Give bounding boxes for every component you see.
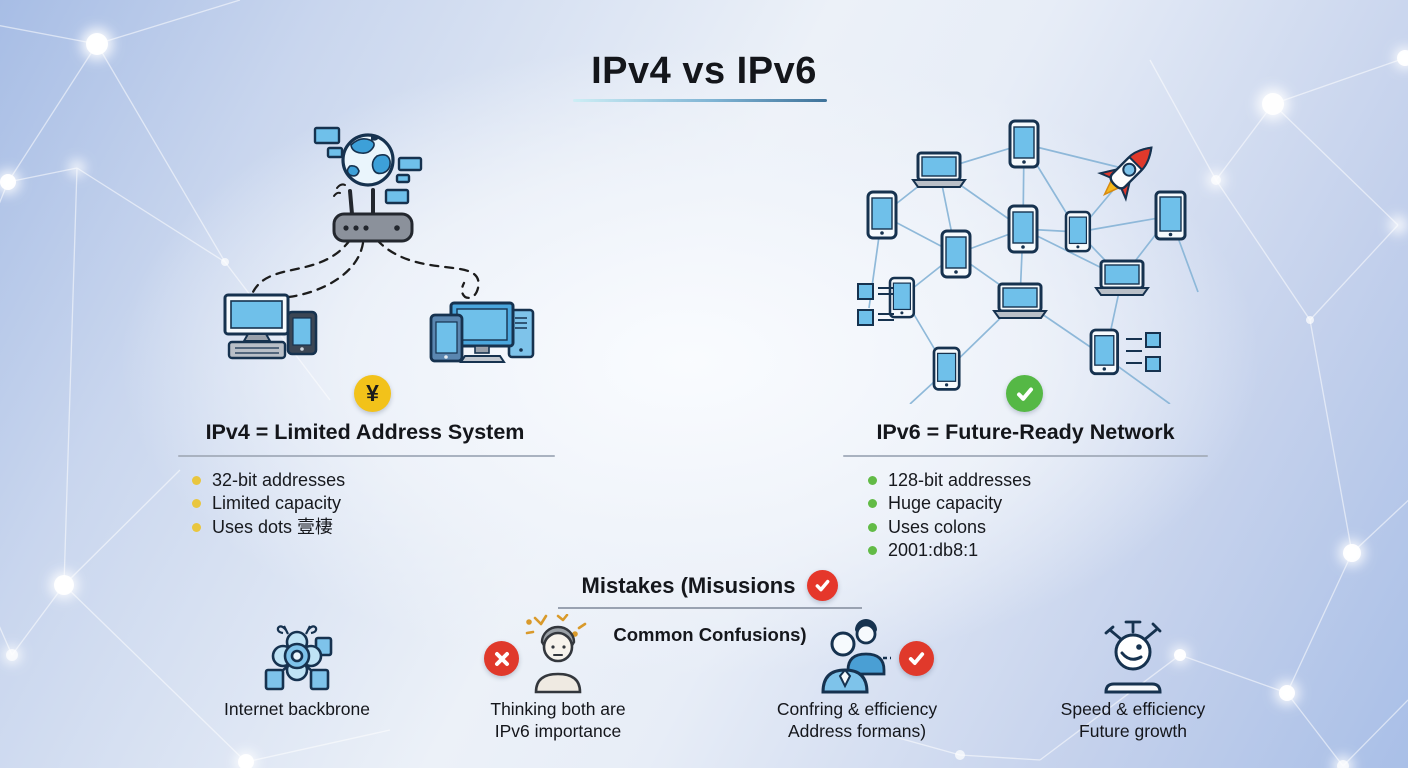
person-front [821,631,869,694]
list-item: Uses colons [868,516,1208,540]
title-underline [573,99,827,102]
ipv4-bullet-list: 32-bit addresses Limited capacity Uses d… [160,469,570,540]
ipv4-network-illustration [223,126,535,363]
bullet-dot [192,475,201,485]
mistakes-heading: Mistakes (Misusions [581,572,796,598]
ipv6-heading: IPv6 = Future-Ready Network [876,420,1175,444]
caption: Confring & efficiency Address formans) [755,698,959,742]
thinking-person-icon [525,614,587,694]
robot-smiley-icon [1104,620,1162,694]
ipv6-bullet-list: 128-bit addresses Huge capacity Uses col… [843,469,1208,563]
data-packet-icons [313,126,423,205]
list-item: Huge capacity [868,492,1208,516]
bullet-dot [192,499,201,509]
ipv4-heading: IPv4 = Limited Address System [205,420,525,444]
footer-item-thinking-both: Thinking both are IPv6 importance [456,614,660,742]
bullet-dot [868,522,877,532]
footer-item-speed-efficiency: Speed & efficiency Future growth [1031,614,1235,742]
red-check-badge [899,641,934,676]
caption: Speed & efficiency Future growth [1031,698,1235,742]
list-item: 2001:db8:1 [868,539,1208,563]
phone-icon [1089,328,1120,376]
check-icon [816,579,830,592]
icon-wrap [1031,614,1235,694]
ipv6-mesh-illustration [857,119,1199,404]
ipv4-separator [178,455,555,457]
globe-icon [341,133,395,187]
network-hub-icon [264,625,333,691]
footer-item-confusing-efficiency: Confring & efficiency Address formans) [755,614,959,742]
green-check-badge [1006,375,1043,412]
phone-icon [1007,204,1039,254]
laptop-icon [911,151,967,189]
people-icon [821,619,891,694]
caption-line: Speed & efficiency [1060,699,1206,719]
ipv4-section: IPv4 = Limited Address System 32-bit add… [160,420,570,539]
ipv6-separator [843,455,1208,457]
person-back [846,619,886,676]
laptop-icon [1094,259,1150,297]
caption-line: Internet backbrone [224,699,370,719]
yen-symbol: ¥ [366,380,379,406]
bullet-text: 128-bit addresses [888,469,1032,490]
caption: Internet backbrone [195,698,399,720]
caption-line: Future growth [1079,721,1187,741]
mesh-connection-lines [868,143,1199,404]
page-title: IPv4 vs IPv6 [591,50,817,92]
mistakes-subheading: Common Confusions) [613,624,807,645]
rocket-icon [1097,146,1153,202]
router-icon [332,188,414,243]
check-icon [908,652,925,665]
phone-icon [888,276,916,319]
caption-line: Address formans) [787,721,927,741]
icon-wrap [755,614,959,694]
yen-badge: ¥ [354,375,391,412]
bullet-dot [868,475,877,485]
data-transfer-marks [857,283,1161,372]
red-check-badge [807,570,839,601]
bullet-text: Limited capacity [212,493,342,513]
bullet-dot [868,546,877,556]
mistakes-separator [558,607,862,609]
bullet-dot [868,499,877,509]
phone-icon [1008,119,1040,169]
monitor-tablet-tower-icons [429,301,535,363]
x-icon [494,651,509,666]
icon-wrap [195,614,399,694]
list-item: Limited capacity [192,492,570,516]
caption-line: IPv6 importance [494,721,622,741]
red-x-badge [484,641,519,676]
ipv6-section: IPv6 = Future-Ready Network 128-bit addr… [843,420,1208,563]
bullet-text: 2001:db8:1 [888,540,979,560]
desktop-and-phone-icons [223,293,318,360]
list-item: 32-bit addresses [192,469,570,493]
laptop-icon [992,282,1048,320]
phone-icon [940,229,972,279]
list-item: 128-bit addresses [868,469,1208,493]
footer-item-internet-backbone: Internet backbrone [195,614,399,720]
bullet-text: Uses dots 壹棲 [212,516,334,537]
tablet-icon [1154,190,1187,241]
mistakes-heading-row: Mistakes (Misusions [520,570,900,601]
list-item: Uses dots 壹棲 [192,516,570,540]
phone-icon [932,346,961,391]
caption: Thinking both are IPv6 importance [456,698,660,742]
check-icon [1016,387,1033,401]
caption-line: Confring & efficiency [776,699,938,719]
caption-line: Thinking both are [490,699,626,719]
signal-marks [333,183,346,197]
sparkle-marks [525,614,587,637]
dashed-connection-lines [251,238,480,300]
bullet-text: Uses colons [888,516,987,537]
icon-wrap [456,614,660,694]
bullet-text: Huge capacity [888,493,1003,513]
bullet-dot [192,522,201,532]
phone-icon [866,190,898,240]
phone-icon [1064,210,1092,253]
bullet-text: 32-bit addresses [212,469,346,490]
